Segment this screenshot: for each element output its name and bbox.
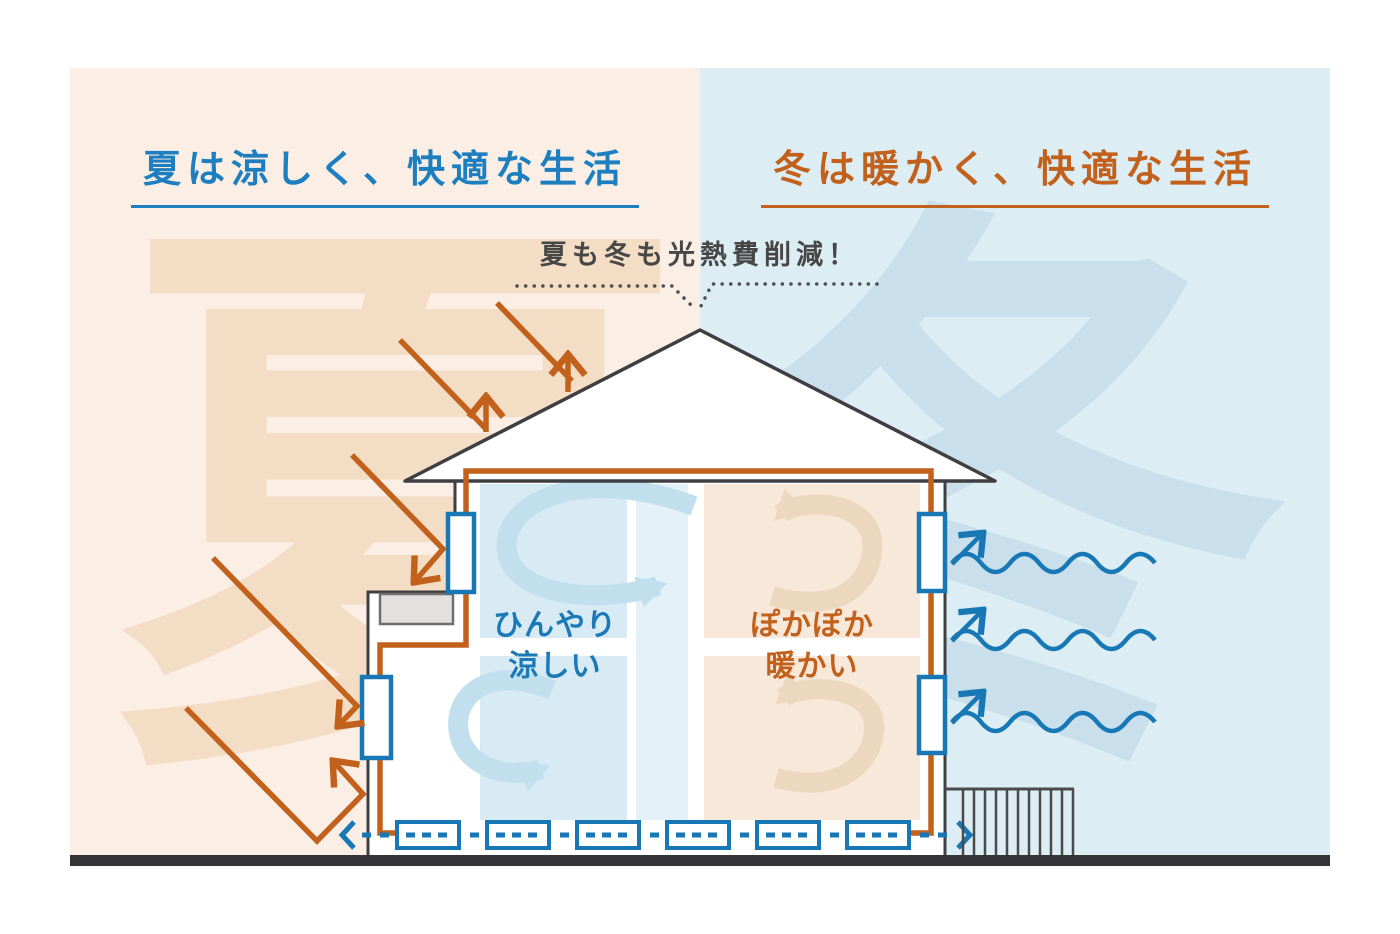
warm-room-label: ぽかぽか 暖かい bbox=[712, 606, 912, 687]
window-left-upper bbox=[445, 511, 477, 595]
wind-wave-icon bbox=[950, 710, 1157, 734]
airflow-swirls bbox=[448, 478, 885, 793]
wind-wave-icon bbox=[950, 551, 1157, 575]
winter-headline: 冬は暖かく、快適な生活 bbox=[700, 138, 1330, 208]
sun-ray-icon bbox=[495, 301, 574, 383]
warm-room-label-line1: ぽかぽか bbox=[750, 609, 874, 642]
stairwell-strip bbox=[636, 484, 688, 820]
wind-wave-icon bbox=[950, 628, 1157, 652]
cool-airflow-swirl-icon bbox=[448, 670, 556, 792]
windows bbox=[359, 511, 948, 761]
warm-airflow-swirl-icon bbox=[773, 672, 885, 793]
roof bbox=[403, 328, 997, 483]
sun-ray-icon bbox=[398, 338, 489, 432]
cool-room-label-line2: 涼しい bbox=[508, 649, 602, 683]
cool-airflow-swirl-icon bbox=[496, 478, 698, 608]
cold-wind-arrows bbox=[950, 534, 1157, 734]
heat-deflect-arrow-icon bbox=[350, 453, 447, 581]
energy-saving-caption: 夏も冬も光熱費削減！ bbox=[540, 240, 860, 270]
room-climate-panels bbox=[480, 484, 920, 820]
heat-bounce-arrow-icon bbox=[184, 706, 367, 845]
cool-room-label-line1: ひんやり bbox=[493, 609, 617, 642]
shutter-box bbox=[378, 592, 455, 626]
window-left-lower bbox=[359, 674, 394, 761]
summer-headline: 夏は涼しく、快適な生活 bbox=[70, 138, 700, 208]
dotted-pointer bbox=[515, 282, 879, 311]
winter-headline-text: 冬は暖かく、快適な生活 bbox=[760, 138, 1269, 208]
warm-airflow-swirl-icon bbox=[769, 488, 883, 612]
window-right-lower bbox=[916, 674, 948, 756]
sun-heat-arrows bbox=[184, 301, 574, 845]
wind-deflect-arrow-icon bbox=[950, 534, 982, 566]
cool-room-label: ひんやり 涼しい bbox=[455, 606, 655, 687]
summer-headline-text: 夏は涼しく、快適な生活 bbox=[130, 138, 639, 208]
fence bbox=[945, 787, 1075, 855]
heat-deflect-arrow-icon bbox=[211, 556, 357, 725]
wind-deflect-arrow-icon bbox=[950, 611, 982, 643]
vent-arrow-left-icon bbox=[338, 820, 356, 850]
underfloor-ventilation bbox=[338, 820, 974, 850]
ground-line bbox=[70, 855, 1330, 866]
wind-deflect-arrow-icon bbox=[950, 693, 982, 725]
window-right-upper bbox=[916, 511, 948, 594]
warm-room-label-line2: 暖かい bbox=[765, 649, 859, 683]
